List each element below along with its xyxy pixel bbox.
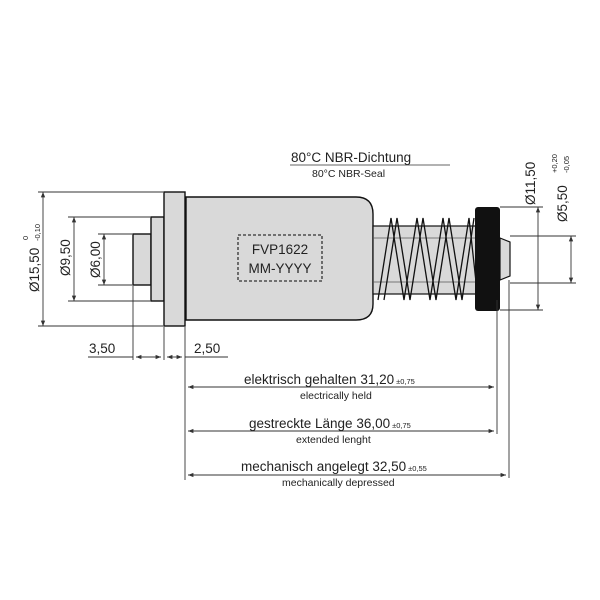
seal-label: 80°C NBR-Dichtung 80°C NBR-Seal [290,150,450,180]
dim-d15-label: Ø15,50 [27,248,42,292]
dim-d5-label: Ø5,50 [555,185,570,222]
dim-d9-label: Ø9,50 [58,239,73,276]
length-electrically-held-de: elektrisch gehalten 31,20±0,75 [244,372,415,387]
front-stub [132,233,152,286]
nbr-seal [475,207,500,311]
dim-d15-tol-top: 0 [21,236,30,240]
dim-d11-label: Ø11,50 [523,162,538,205]
bottom-small-dimensions [88,286,228,480]
marking-line2: MM-YYYY [248,261,311,276]
dim-d6-label: Ø6,00 [88,241,103,278]
length-electrically-held-en: electrically held [300,390,372,402]
length-dimensions [188,280,510,478]
plunger-tip [499,237,511,281]
marking-line1: FVP1622 [252,242,308,257]
dim-3-50-label: 3,50 [89,341,115,356]
middle-stub [150,216,165,302]
spring [377,217,479,301]
left-dimensions [38,191,163,327]
dim-2-50-label: 2,50 [194,341,220,356]
seal-label-en: 80°C NBR-Seal [312,168,385,180]
marking-box [237,234,323,282]
magnet-insert-part: FVP1622 MM-YYYY [132,191,511,327]
length-extended-en: extended lenght [296,434,371,446]
length-mechanically-depressed-de: mechanisch angelegt 32,50±0,55 [241,459,427,474]
dim-d5-tol-bottom: -0,05 [562,156,571,173]
seal-label-de: 80°C NBR-Dichtung [291,150,411,165]
length-mechanically-depressed-en: mechanically depressed [282,477,395,489]
dim-d5-tol-top: +0,20 [550,154,559,173]
right-dimensions [500,206,576,311]
main-body [185,196,374,321]
length-extended-de: gestreckte Länge 36,00±0,75 [249,416,411,431]
dim-d15-tol-bottom: -0,10 [33,224,42,241]
flange [163,191,186,327]
